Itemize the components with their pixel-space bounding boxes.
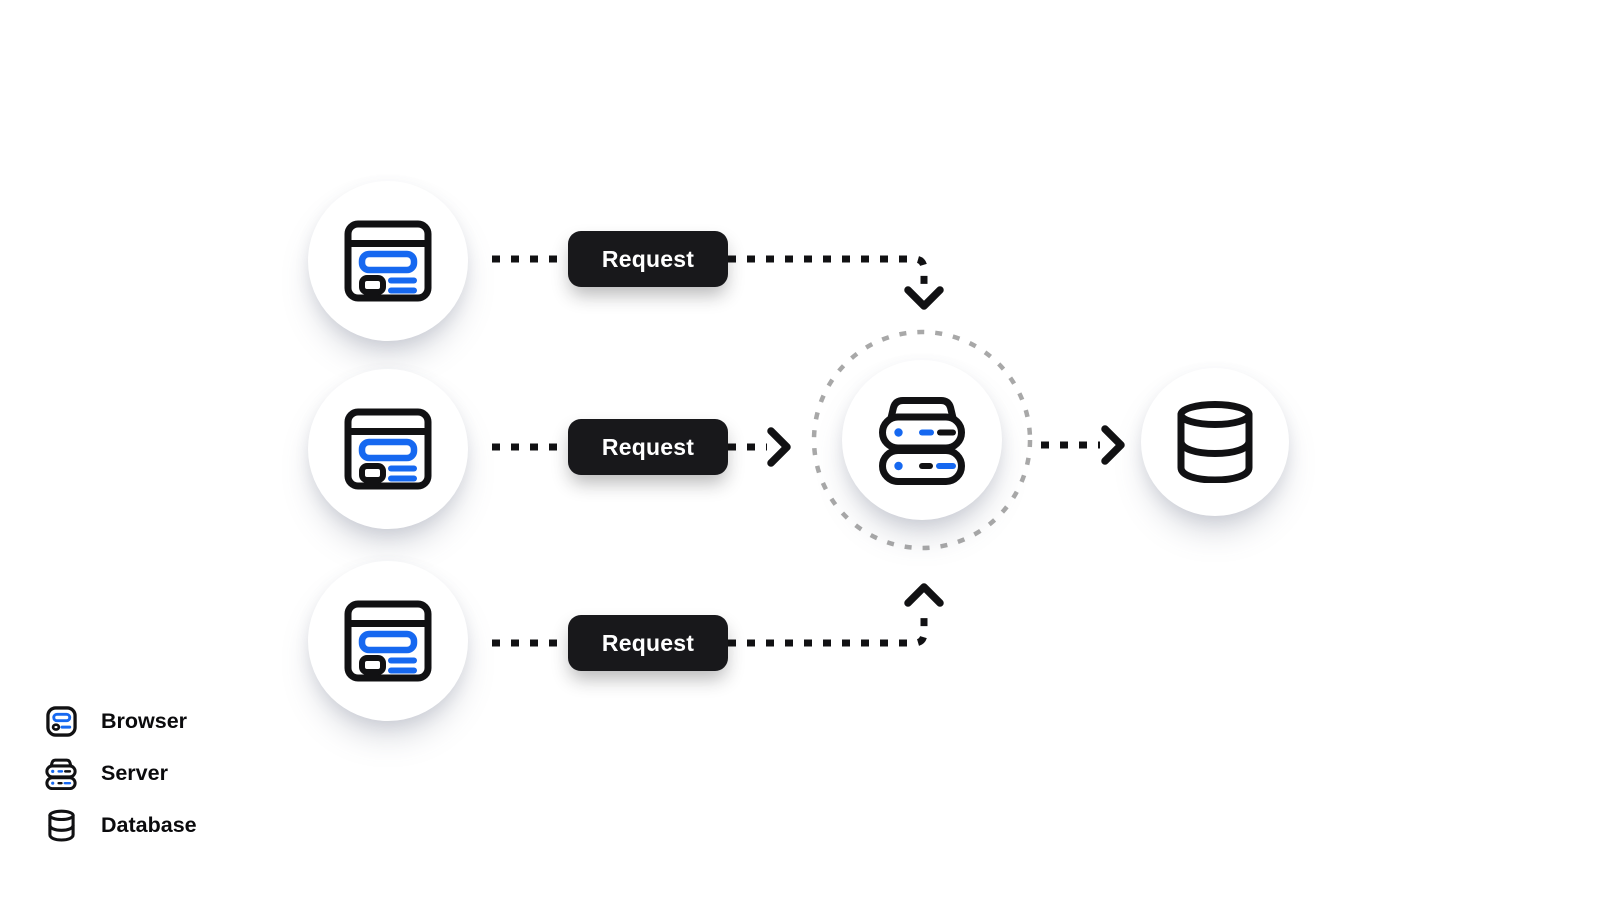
- dashed-connector-top-right: [728, 255, 928, 293]
- legend-label: Browser: [101, 708, 188, 733]
- browser-node-2: [308, 369, 468, 529]
- server-icon: [43, 756, 79, 790]
- legend-label: Server: [101, 760, 168, 785]
- legend-item-server: Server: [43, 755, 197, 791]
- server-boundary-ring: [811, 329, 1033, 551]
- arrowhead-right-icon: [767, 427, 791, 467]
- browser-node-3: [308, 561, 468, 721]
- request-button[interactable]: Request: [568, 419, 728, 475]
- dashed-connector-bottom-right: [728, 611, 928, 647]
- database-node: [1141, 368, 1289, 516]
- arrowhead-up-icon: [904, 583, 944, 607]
- database-icon: [43, 809, 79, 842]
- legend-item-database: Database: [43, 807, 197, 843]
- arrowhead-right-icon: [1101, 425, 1125, 465]
- server-node: [842, 360, 1002, 520]
- server-icon: [879, 397, 965, 485]
- request-button[interactable]: Request: [568, 615, 728, 671]
- browser-node-1: [308, 181, 468, 341]
- browser-icon: [344, 220, 432, 302]
- arrowhead-down-icon: [904, 286, 944, 310]
- browser-icon: [344, 408, 432, 490]
- legend-item-browser: Browser: [43, 703, 197, 739]
- legend-label: Database: [101, 812, 197, 837]
- legend: Browser Server: [43, 703, 197, 843]
- database-icon: [1177, 401, 1253, 483]
- request-button[interactable]: Request: [568, 231, 728, 287]
- browser-icon: [43, 705, 79, 737]
- browser-icon: [344, 600, 432, 682]
